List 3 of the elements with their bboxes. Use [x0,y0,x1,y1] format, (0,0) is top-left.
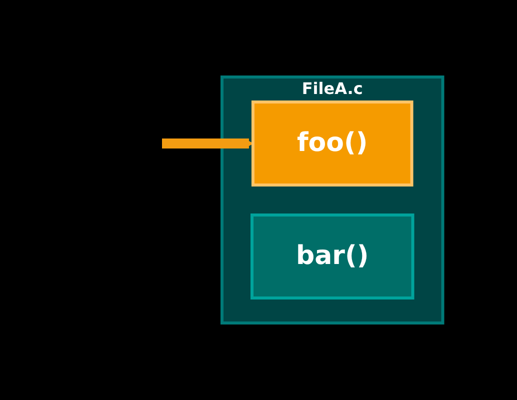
node-box: foo() [252,100,414,186]
arrow [162,138,254,148]
node-box: bar() [250,214,414,300]
